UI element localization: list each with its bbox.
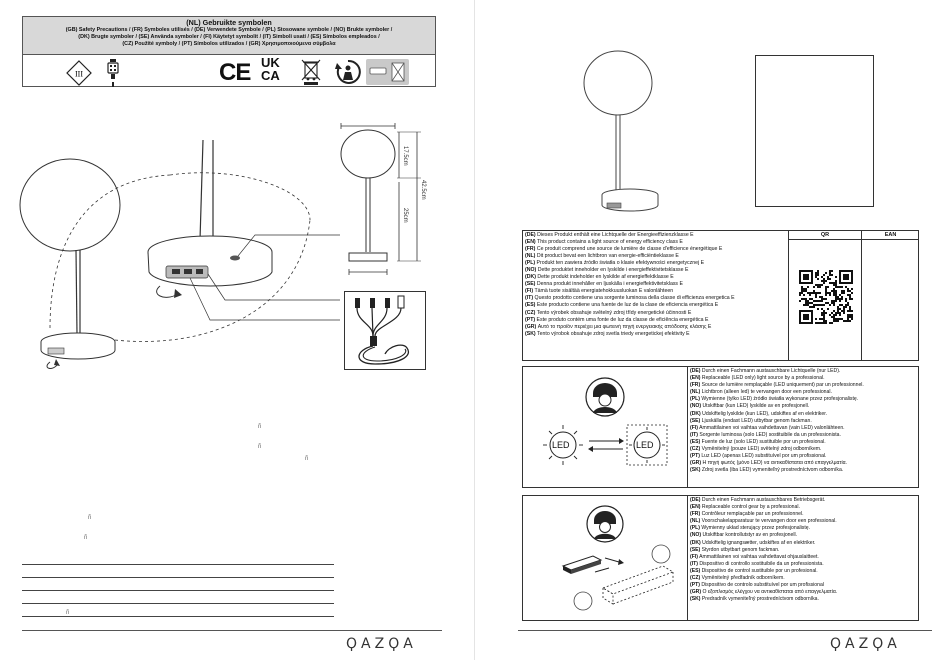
symbols-header: (NL) Gebruikte symbolen (GB) Safety Prec… [23, 17, 435, 55]
list-item: (SE) Ljuskälla (endast LED) utbytbar gen… [690, 417, 812, 424]
list-item: (DE) Dieses Produkt enthält eine Lichtqu… [525, 232, 694, 238]
control-gear-panel: (DE) Durch einen Fachmann austauschbares… [522, 495, 919, 621]
list-item: (NL) Dit product bevat een lichtbron van… [525, 253, 679, 260]
list-item: (DE) Durch einen Fachmann austauschbares… [690, 497, 826, 503]
led-replace-pictogram: LED LED [523, 367, 688, 487]
spec-table: ñ [22, 551, 334, 617]
page-gutter [474, 0, 475, 660]
list-item: (NO) Utskiftbar (kun LED) lyskilde av en… [690, 403, 810, 410]
symbols-box: (NL) Gebruikte symbolen (GB) Safety Prec… [22, 16, 436, 87]
qr-code-icon [799, 270, 853, 324]
footer-rule [518, 630, 932, 631]
class-iii-icon: III [66, 60, 92, 86]
list-item: (ES) Este producto contiene una fuente d… [525, 302, 719, 309]
list-item: (PT) Dispositivo de controlo substituíve… [690, 582, 824, 589]
disposal-icon [366, 59, 409, 85]
symbols-subtitle-3: (CZ) Použité symboly / (PT) Símbolos uti… [122, 41, 336, 47]
list-item: (DE) Durch einen Fachmann austauschbare … [690, 368, 841, 374]
list-item: (IT) Questo prodotto contiene una sorgen… [525, 295, 735, 302]
list-item: (FI) Ammattilainen voi vaihtaa vaihdetta… [690, 553, 819, 560]
list-item: (NL) Voorschakelapparatuur te vervangen … [690, 518, 837, 525]
list-item: (PL) Wymienny układ sterujący przez prof… [690, 525, 810, 532]
list-item: (PL) Wymienne (tylko LED) źródło światła… [690, 396, 859, 403]
table-row [22, 590, 334, 604]
lamp-illustration [19, 139, 340, 369]
control-gear-pictogram [523, 496, 688, 620]
dim-total-label: 42.5cm [420, 180, 426, 200]
list-item: (IT) Dispositivo di controllo sostituibi… [690, 560, 824, 567]
weee-bin-icon [301, 59, 321, 85]
ce-mark-icon: CE [219, 59, 251, 86]
list-item: (PT) Luz LED (apenas LED) substituível p… [690, 453, 827, 460]
info-blank-box [755, 55, 874, 207]
list-item: (SK) Zdroj svetla (iba LED) vymeniteľný … [690, 467, 844, 474]
list-item: (DK) Udskiftelig ignangsætter, udskiftes… [690, 539, 816, 546]
brand-logo: ϘΑΖϘΑ [346, 636, 417, 652]
list-item: (SK) Tento výrobok obsahuje zdroj svetla… [525, 330, 690, 337]
list-item: (GR) Η πηγή φωτός (μόνο LED) να αντικαθί… [690, 460, 847, 467]
energy-text-list: (DE) Dieses Produkt enthält eine Lichtqu… [523, 231, 789, 360]
footer-rule [22, 630, 442, 631]
list-item: (EN) Replaceable (LED only) light source… [690, 375, 825, 382]
led-text-list: (DE) Durch einen Fachmann austauschbare … [690, 368, 916, 474]
list-item: (FR) Ce produit comprend une source de l… [525, 246, 723, 253]
list-item: (PT) Este produto contém uma fonte de lu… [525, 316, 709, 323]
list-item: (PL) Produkt ten zawiera źródło światła … [525, 260, 705, 267]
list-item: (DK) Udskiftelig lyskilde (kun LED), uds… [690, 410, 828, 417]
dimension-drawing [340, 123, 421, 275]
list-item: (EN) This product contains a light sourc… [525, 239, 683, 246]
list-item: (CZ) Tento výrobek obsahuje světelný zdr… [525, 309, 692, 316]
led-right-icon [629, 427, 665, 463]
list-item: (FI) Tämä tuote sisältää energiatehokkuu… [525, 288, 674, 295]
left-page: (NL) Gebruikte symbolen (GB) Safety Prec… [19, 16, 442, 652]
connector-icon [107, 59, 119, 87]
led-replace-panel: LED LED (DE) Durch einen Fachmann austau… [522, 366, 919, 488]
led-left-icon [543, 425, 583, 465]
list-item: (GR) Ο εξοπλισμός ελέγχου να αντικαθίστα… [690, 589, 838, 596]
gear-text-list: (DE) Durch einen Fachmann austauschbares… [690, 497, 916, 603]
table-row [22, 564, 334, 578]
list-item: (FI) Ammattilainen voi vaihtaa vaihdetta… [690, 424, 845, 431]
cable-box [344, 291, 426, 370]
qr-code-cell [789, 240, 862, 360]
recycle-icon [335, 59, 361, 84]
usb-cable-icon [355, 295, 410, 365]
energy-class-box: (DE) Dieses Produkt enthält eine Lichtqu… [522, 230, 919, 361]
list-item: (SE) Denna produkt innehåller en ljuskäl… [525, 281, 683, 288]
qr-header: QR [789, 231, 862, 240]
list-item: (EN) Replaceable control gear by a profe… [690, 504, 800, 511]
brand-logo: ϘΑΖϘΑ [830, 636, 901, 652]
product-lamp-illustration [583, 50, 659, 212]
table-row [22, 551, 334, 565]
list-item: (CZ) Vyměnitelný předřadník odborníkem. [690, 575, 785, 582]
list-item: (FR) Source de lumière remplaçable (LED … [690, 382, 864, 389]
list-item: (CZ) Vyměnitelný (pouze LED) světelný zd… [690, 446, 822, 453]
list-item: (GR) Αυτό το προϊόν περιέχει μια φωτεινή… [525, 323, 712, 330]
symbols-title: (NL) Gebruikte symbolen [186, 18, 272, 27]
list-item: (DK) Dette produkt indeholder en lyskild… [525, 274, 674, 281]
dim-shade-label: 17.5cm [402, 146, 408, 166]
table-row: ñ [22, 603, 334, 617]
list-item: (NO) Dette produktet inneholder en lyski… [525, 267, 689, 274]
list-item: (FR) Contrôleur remplaçable par un profe… [690, 511, 804, 518]
symbols-subtitle-2: (DK) Brugte symboler / (SE) Använda symb… [78, 34, 380, 40]
led-left-label: LED [552, 440, 570, 450]
ean-header: EAN [862, 231, 919, 240]
table-row [22, 577, 334, 591]
dim-stem-label: 25cm [402, 208, 408, 223]
led-right-label: LED [636, 440, 654, 450]
list-item: (ES) Dispositivo de control sustituible … [690, 567, 818, 574]
list-item: (ES) Fuente de luz (solo LED) sustituibl… [690, 438, 826, 445]
list-item: (NO) Utskiftbar kontrollutstyr av en pro… [690, 532, 798, 539]
driver-right-icon [602, 565, 674, 595]
list-item: (SK) Predradník vymeniteľný prostredníct… [690, 596, 819, 603]
list-item: (SE) Styrdon utbytbart genom fackman. [690, 546, 780, 553]
list-item: (IT) Sorgente luminosa (solo LED) sostit… [690, 431, 841, 438]
symbols-subtitle-1: (GB) Safety Precautions / (FR) Symboles … [65, 27, 393, 33]
list-item: (NL) Lichtbron (alleen led) te vervangen… [690, 389, 832, 396]
svg-text:III: III [75, 70, 83, 79]
